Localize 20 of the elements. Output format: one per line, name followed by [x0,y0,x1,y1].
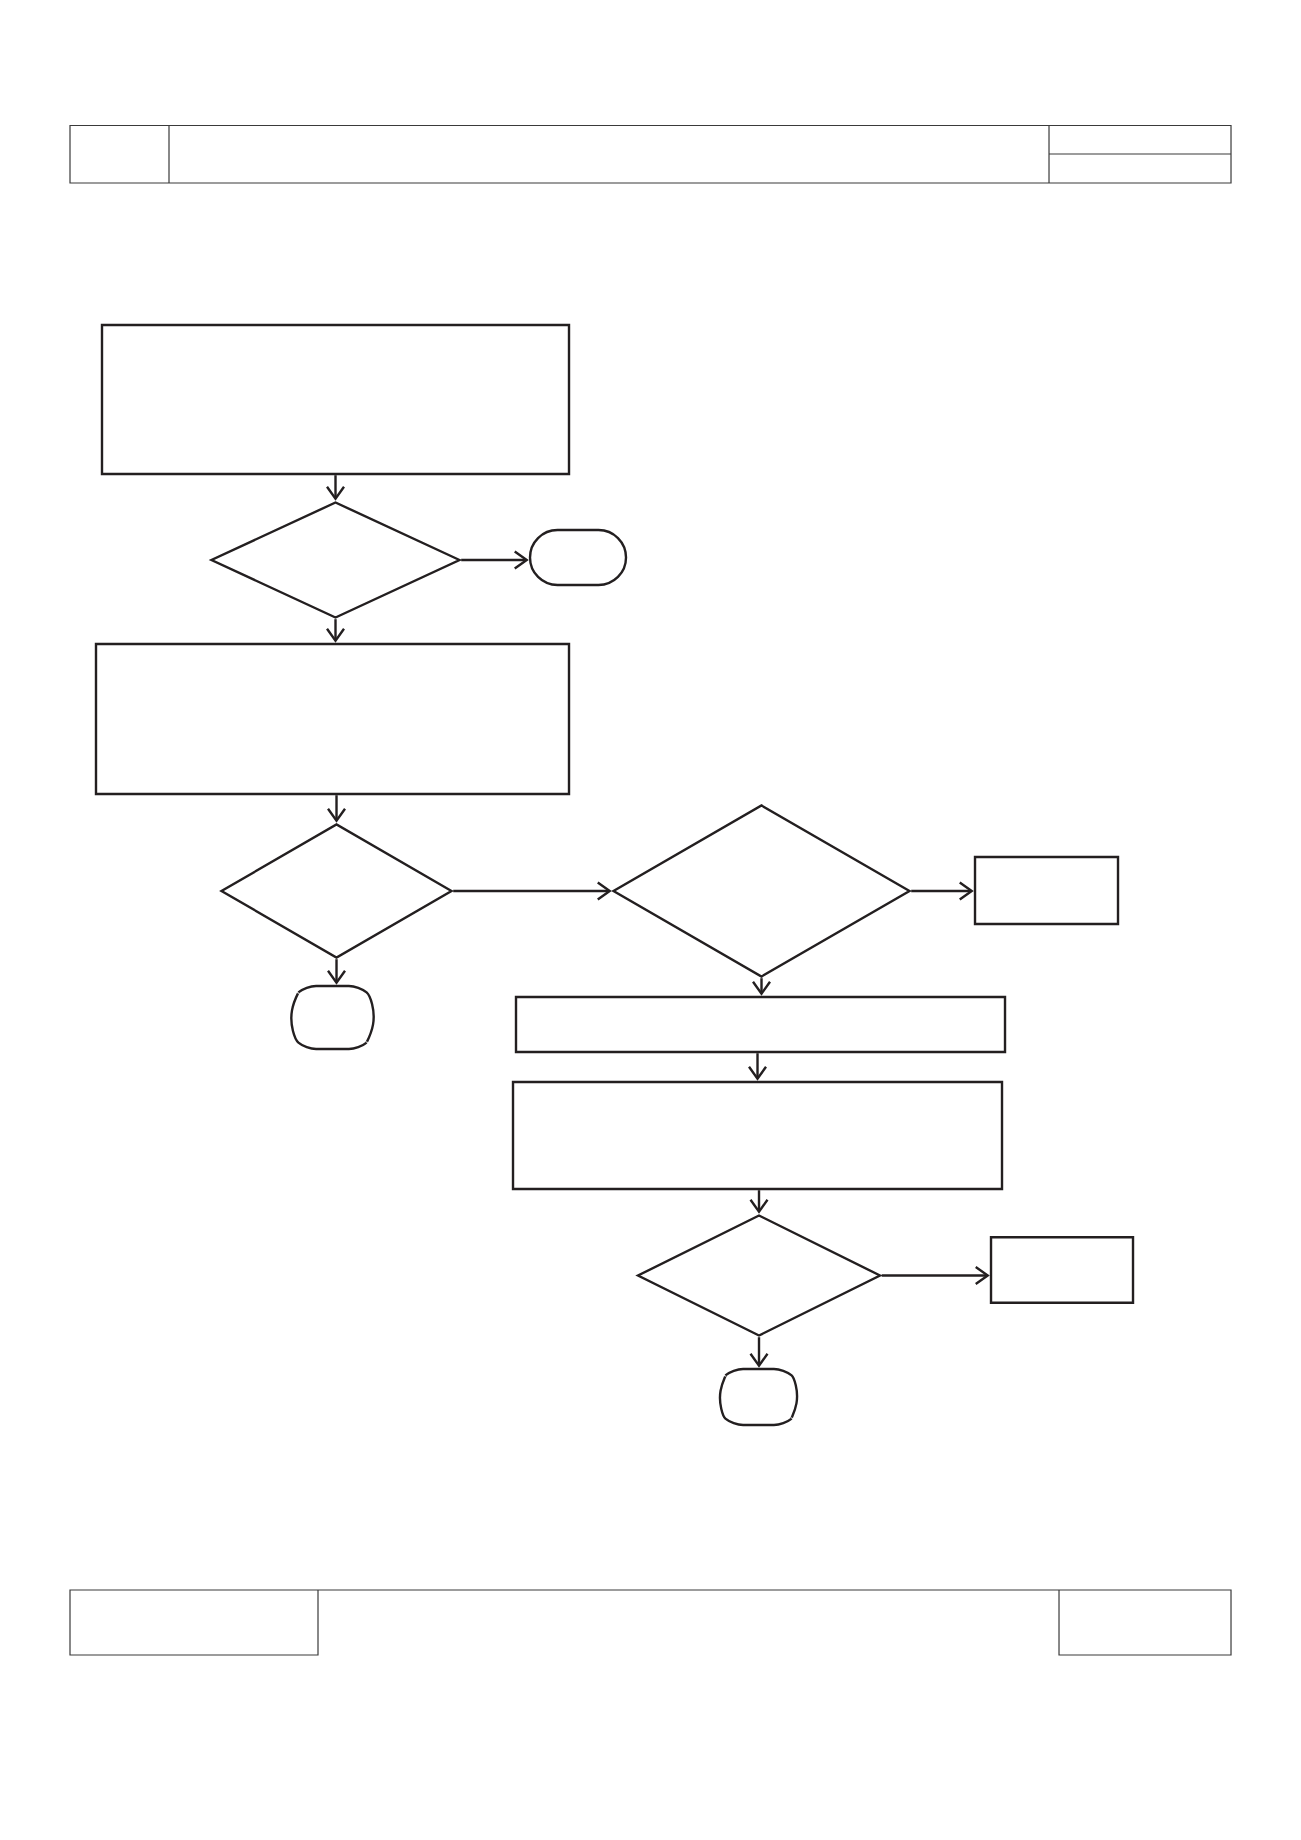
process-box [514,995,1007,1054]
arrow [326,475,345,501]
arrow [327,795,346,823]
arrow [327,959,346,985]
rounded-box [718,1367,799,1427]
arrow [326,619,345,643]
arrow [749,1190,769,1214]
rounded-box [290,984,375,1051]
arrow [453,881,612,901]
process-box [100,323,571,476]
process-box [973,855,1120,926]
process-box [989,1236,1135,1304]
arrow [749,1337,769,1368]
arrow [911,881,974,901]
arrow [461,550,529,570]
rounded-box [528,528,628,587]
process-box [511,1080,1004,1191]
process-box [94,642,571,796]
arrow [881,1266,990,1285]
arrow [748,1053,767,1081]
